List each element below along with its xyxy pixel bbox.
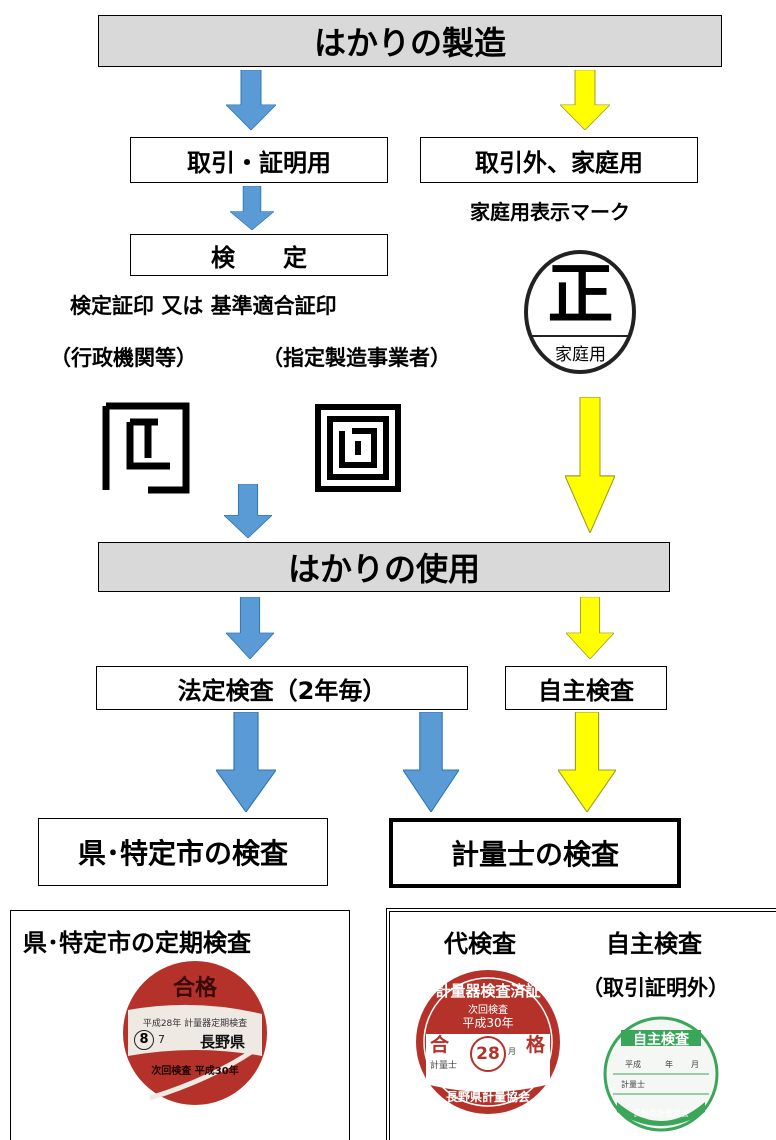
home-mark-text: 家庭用 xyxy=(555,345,606,365)
usage-label: はかりの使用 xyxy=(287,550,480,588)
yellow-arrow-4 xyxy=(558,712,616,812)
pref-sticker-num-suffix: 7 xyxy=(158,1033,165,1046)
blue-arrow-5 xyxy=(216,712,276,812)
verification-seal-icon xyxy=(102,402,190,494)
voluntary-panel-title: 自主検査 xyxy=(606,930,702,958)
verification-box: 検 定 xyxy=(130,234,388,276)
pref-sticker-num: 8 xyxy=(134,1030,154,1050)
pref-regular-panel: 県･特定市の定期検査 xyxy=(10,910,350,1140)
voluntary-sticker-bottom: 長野県計量協会 xyxy=(633,1109,689,1118)
yellow-arrow-1 xyxy=(560,70,610,130)
conformity-seal-icon xyxy=(315,404,401,492)
home-mark-label: 家庭用表示マーク xyxy=(470,200,630,224)
meter-inspection-label: 計量士の検査 xyxy=(450,838,619,871)
voluntary-panel-subtitle: （取引証明外） xyxy=(582,976,729,1000)
yellow-arrow-2 xyxy=(565,397,615,533)
proxy-sticker-bottom: 長野県計量協会 xyxy=(445,1090,530,1104)
proxy-sticker: 計量器検査済証 次回検査 平成30年 合 格 28 月 計量士 長野県計量協会 xyxy=(414,968,562,1116)
proxy-sticker-month: 月 xyxy=(508,1047,516,1056)
pref-sticker-pref: 長野県 xyxy=(200,1033,246,1051)
voluntary-sticker-row2: 計量士 xyxy=(621,1080,645,1089)
meter-panel xyxy=(386,908,776,1140)
proxy-sticker-shi: 計量士 xyxy=(430,1061,458,1071)
voluntary-sticker-row1c: 月 xyxy=(691,1060,699,1069)
voluntary-sticker-row1a: 平成 xyxy=(625,1060,641,1069)
pref-inspection-box: 県･特定市の検査 xyxy=(38,818,328,886)
home-mark-glyph: 正 xyxy=(547,256,614,333)
usage-banner: はかりの使用 xyxy=(98,542,670,592)
voluntary-inspection-box: 自主検査 xyxy=(505,666,667,710)
voluntary-sticker-row1b: 年 xyxy=(665,1060,673,1069)
proxy-inspection-title: 代検査 xyxy=(444,930,516,958)
proxy-sticker-num: 28 xyxy=(476,1044,500,1064)
trade-use-label: 取引・証明用 xyxy=(187,148,331,177)
legal-inspection-label: 法定検査（2年毎） xyxy=(177,676,387,705)
voluntary-sticker: 自主検査 平成 年 月 計量士 長野県計量協会 xyxy=(603,1016,719,1132)
voluntary-inspection-label: 自主検査 xyxy=(538,676,634,705)
yellow-arrow-3 xyxy=(566,597,614,659)
pref-sticker-num-text: 8 xyxy=(139,1032,149,1047)
voluntary-sticker-title: 自主検査 xyxy=(633,1032,689,1048)
proxy-sticker-next: 次回検査 xyxy=(468,1005,508,1016)
pref-sticker-pass: 合格 xyxy=(172,976,217,1001)
seal-names: 検定証印 又は 基準適合証印 xyxy=(70,294,337,318)
home-mark: 正 家庭用 xyxy=(523,250,638,375)
blue-arrow-3 xyxy=(224,484,272,538)
manufacturing-banner: はかりの製造 xyxy=(98,15,722,67)
pref-sticker: 合格 平成28年 計量器定期検査 8 7 長野県 次回検査 平成30年 xyxy=(120,958,270,1108)
proxy-sticker-top: 計量器検査済証 xyxy=(435,982,541,1000)
pref-inspection-label: 県･特定市の検査 xyxy=(77,837,288,870)
proxy-sticker-kaku: 格 xyxy=(526,1034,546,1056)
proxy-sticker-year: 平成30年 xyxy=(462,1016,514,1030)
blue-arrow-4 xyxy=(226,597,274,659)
legal-inspection-box: 法定検査（2年毎） xyxy=(96,666,468,710)
trade-use-box: 取引・証明用 xyxy=(130,137,388,183)
blue-arrow-6 xyxy=(403,712,459,812)
home-use-box: 取引外、家庭用 xyxy=(420,137,698,183)
pref-regular-title: 県･特定市の定期検査 xyxy=(23,929,251,957)
meter-inspection-box: 計量士の検査 xyxy=(389,818,681,888)
blue-arrow-1 xyxy=(226,70,276,130)
home-use-label: 取引外、家庭用 xyxy=(475,148,643,177)
blue-arrow-2 xyxy=(230,186,274,230)
seal-owner-right: （指定製造事業者） xyxy=(262,346,451,370)
proxy-sticker-go: 合 xyxy=(430,1034,450,1056)
pref-sticker-line1: 平成28年 計量器定期検査 xyxy=(142,1019,248,1029)
verification-label: 検 定 xyxy=(211,243,307,272)
seal-owner-left: （行政機関等） xyxy=(50,346,197,370)
manufacturing-label: はかりの製造 xyxy=(313,24,506,62)
pref-sticker-next: 次回検査 平成30年 xyxy=(151,1066,239,1077)
